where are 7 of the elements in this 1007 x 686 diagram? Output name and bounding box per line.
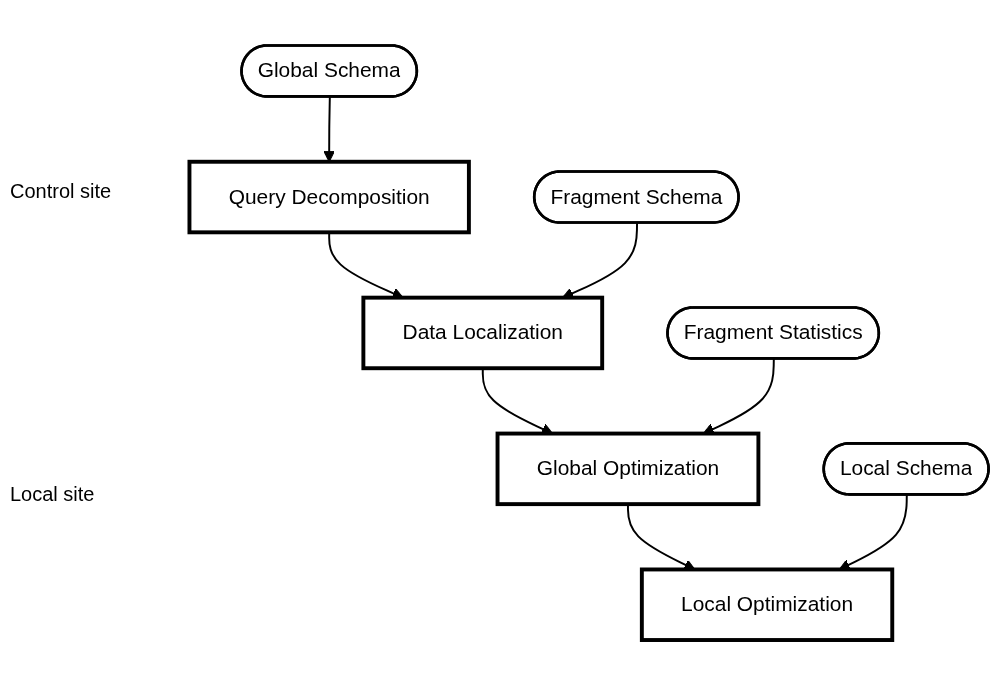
arrow [322,96,335,163]
site-label: Local site [10,483,96,506]
site-label: Control site [10,180,113,203]
node-box: Query Decomposition [187,160,471,235]
node-box: Data Localization [360,295,604,371]
node-box: Global Optimization [495,431,760,507]
node-box: Local Optimization [639,567,894,643]
